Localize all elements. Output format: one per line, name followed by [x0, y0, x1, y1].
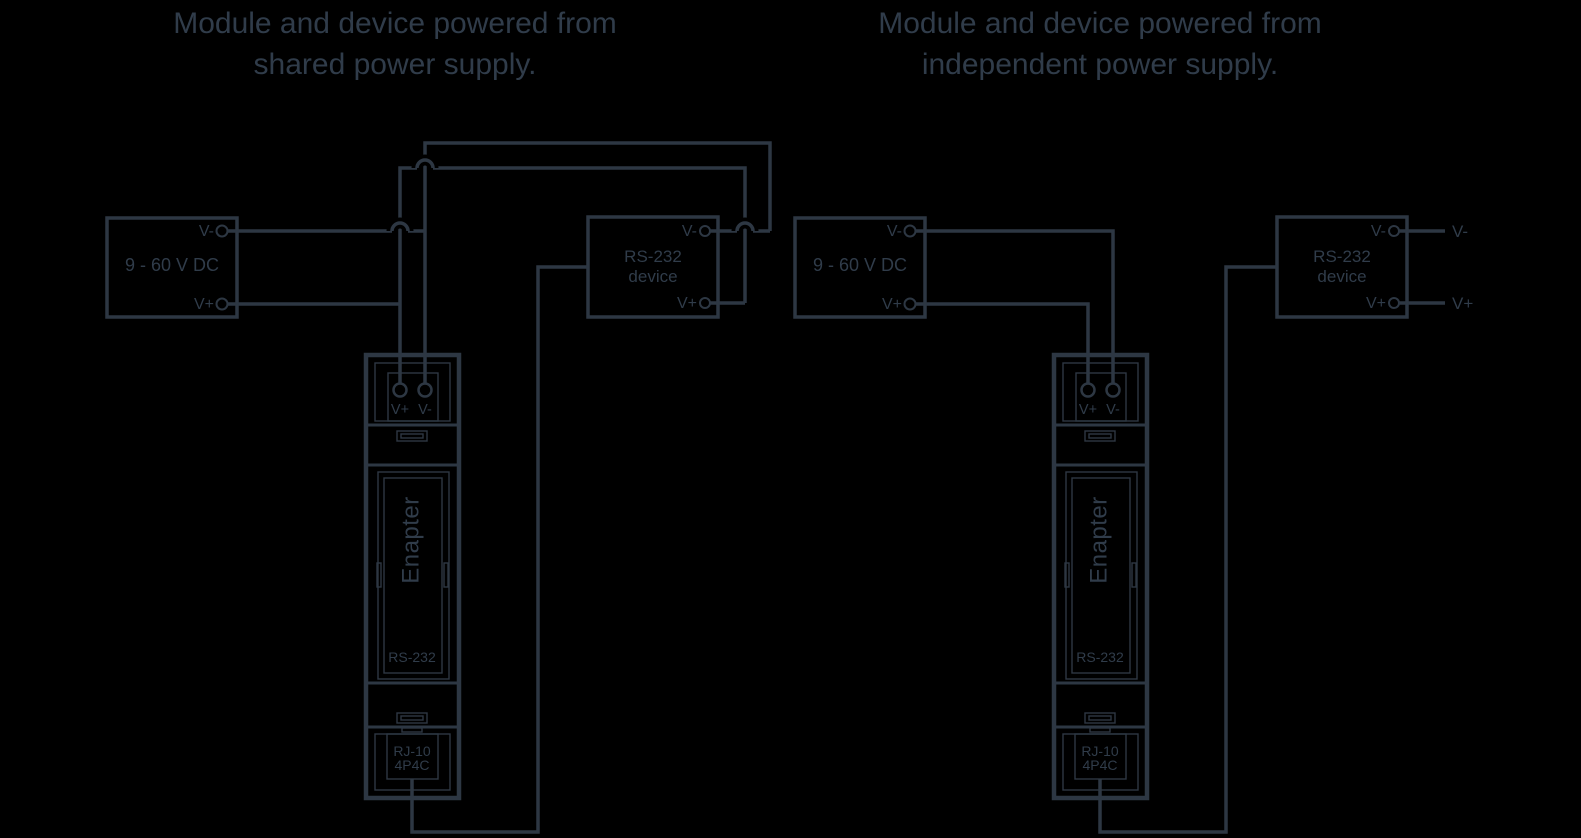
rj10-label-line1: RJ-10	[1081, 743, 1119, 759]
power-supply-box	[793, 216, 927, 319]
module-vplus-terminal	[392, 382, 408, 398]
device-name-line1: RS-232	[1313, 247, 1371, 266]
rs232-device: RS-232 device V- V+	[586, 215, 720, 319]
device-name-line2: device	[628, 267, 677, 286]
wire-vplus-rail-left	[398, 166, 417, 386]
device-name-line1: RS-232	[624, 247, 682, 266]
wire-hop	[735, 221, 755, 232]
module-vminus-terminal	[417, 382, 433, 398]
power-supply: 9 - 60 V DC V- V+	[793, 216, 927, 319]
vminus-terminal	[699, 225, 711, 237]
wire-ps-vplus	[910, 302, 1090, 386]
vplus-terminal	[903, 297, 917, 311]
rs232-device: RS-232 device V- V+ V- V+	[1275, 215, 1473, 319]
vplus-terminal-label: V+	[194, 296, 214, 313]
module-vplus-terminal	[1080, 382, 1096, 398]
vplus-terminal	[699, 297, 711, 309]
module-vminus-label: V-	[418, 402, 432, 418]
module-brand-label: Enapter	[398, 496, 425, 584]
module-model-label: RS-232	[1076, 649, 1124, 665]
module-vminus-label: V-	[1106, 402, 1120, 418]
left-diagram-shared-supply: Module and device powered from shared po…	[105, 7, 772, 834]
vminus-terminal-label: V-	[682, 223, 697, 240]
vplus-terminal	[1388, 297, 1400, 309]
device-name-line2: device	[1317, 267, 1366, 286]
rj10-label-line2: 4P4C	[1082, 757, 1117, 773]
device-lead-vminus-label: V-	[1452, 222, 1468, 241]
vminus-terminal-label: V-	[199, 223, 214, 240]
vplus-terminal-label: V+	[882, 296, 902, 313]
diagram-title-line1: Module and device powered from	[173, 7, 617, 40]
wire-hop	[415, 158, 435, 169]
power-supply-box	[105, 216, 239, 319]
module-vminus-terminal	[1105, 382, 1121, 398]
module-brand-label: Enapter	[1086, 496, 1113, 584]
wire-hop	[390, 221, 410, 232]
rj10-label-line1: RJ-10	[393, 743, 431, 759]
power-supply: 9 - 60 V DC V- V+	[105, 216, 239, 319]
vplus-terminal-label: V+	[1366, 295, 1386, 312]
vplus-terminal	[215, 297, 229, 311]
vminus-terminal	[903, 224, 917, 238]
device-lead-vplus-label: V+	[1452, 294, 1473, 313]
diagram-title-line1: Module and device powered from	[878, 7, 1322, 40]
wire-ps-vminus	[910, 229, 1115, 386]
module-vplus-label: V+	[391, 402, 409, 418]
module-vplus-label: V+	[1079, 402, 1097, 418]
wire-serial	[1098, 265, 1277, 834]
module-model-label: RS-232	[388, 649, 436, 665]
wire-vplus-rail-right	[433, 166, 747, 303]
rj10-label-line2: 4P4C	[394, 757, 429, 773]
wire-vminus-rail	[423, 141, 772, 386]
enapter-module: V+ V- Enapter RS-232 RJ-10 4P4C	[366, 355, 459, 798]
wire-serial	[410, 265, 588, 834]
vminus-terminal	[215, 224, 229, 238]
rs232-device-box	[1275, 215, 1409, 319]
vminus-terminal	[1388, 225, 1400, 237]
vminus-terminal-label: V-	[1371, 223, 1386, 240]
diagram-title-line2: shared power supply.	[254, 48, 537, 81]
power-supply-voltage-label: 9 - 60 V DC	[125, 255, 219, 275]
vplus-terminal-label: V+	[677, 295, 697, 312]
right-diagram-independent-supply: Module and device powered from independe…	[793, 7, 1473, 834]
rs232-device-box	[586, 215, 720, 319]
enapter-module: V+ V- Enapter RS-232 RJ-10 4P4C	[1054, 355, 1147, 798]
power-supply-voltage-label: 9 - 60 V DC	[813, 255, 907, 275]
vminus-terminal-label: V-	[887, 223, 902, 240]
diagram-title-line2: independent power supply.	[922, 48, 1278, 81]
